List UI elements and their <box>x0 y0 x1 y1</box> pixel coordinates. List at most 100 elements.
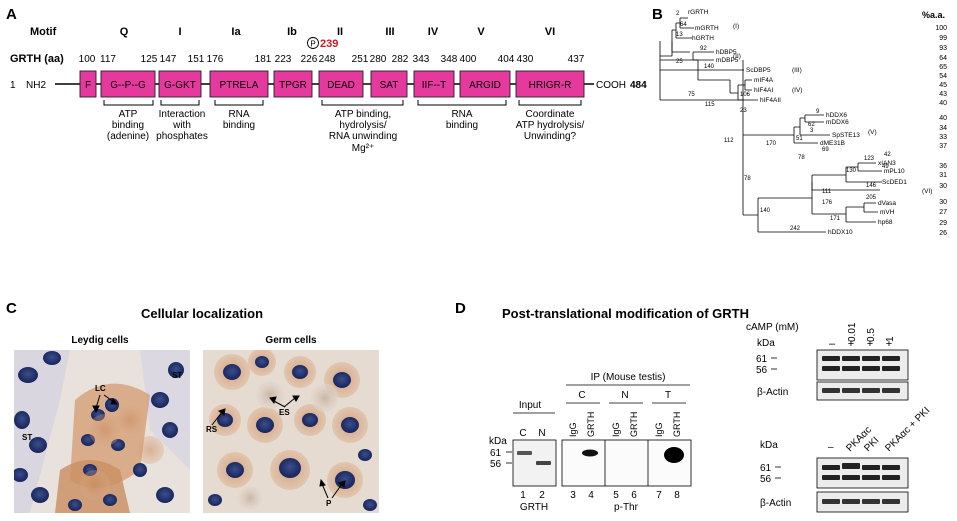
pct-1: 99 <box>939 35 947 42</box>
phospho-site: 239 <box>320 38 338 50</box>
bs-10: 112 <box>724 138 734 144</box>
fn-rna2-2: binding <box>446 120 478 131</box>
end-num: 484 <box>630 80 647 91</box>
phylo-tree <box>659 17 882 233</box>
aa-248: 248 <box>319 54 336 65</box>
pct-5: 54 <box>939 73 947 80</box>
motif-ii: II <box>337 26 343 38</box>
start-num: 1 <box>10 80 16 91</box>
lane-5: 5 <box>613 490 619 501</box>
aa-176: 176 <box>207 54 224 65</box>
bs-24: 111 <box>822 189 832 195</box>
camp-signs: – + + + <box>829 338 892 350</box>
leydig-arrows <box>92 394 119 414</box>
ip-lane-labels: IgG GRTH IgG GRTH IgG GRTH <box>568 412 682 437</box>
taxon-dvasa: dVasa <box>878 200 896 207</box>
taxon-spste13: SpSTE13 <box>832 132 860 139</box>
ip-band-t-grth <box>664 447 684 463</box>
box-hrigr-label: HRIGR-R <box>529 80 572 91</box>
germ-es-label: ES <box>279 408 290 417</box>
aa-147: 147 <box>160 54 177 65</box>
lane-8: 8 <box>674 490 680 501</box>
taxon-mdbp5: mDBP5 <box>716 57 739 64</box>
camp-1: 1 <box>885 336 896 342</box>
fn-dead-4: Mg²⁺ <box>352 143 375 154</box>
lane-3: 3 <box>570 490 576 501</box>
camp-sign-2: + <box>867 338 873 350</box>
camp-blot <box>816 349 909 381</box>
motif-ib: Ib <box>287 26 297 38</box>
group-iii: (III) <box>792 67 802 74</box>
pka-blot <box>816 457 909 489</box>
pct-0: 100 <box>935 25 947 32</box>
bs-4: 25 <box>676 59 683 65</box>
pct-9: 40 <box>939 115 947 122</box>
ip-mw-61: 61 <box>490 448 502 459</box>
box-hrigr <box>515 70 585 98</box>
pka-mw-56: 56 <box>760 474 772 485</box>
pct-8: 40 <box>939 100 947 107</box>
motif-v: V <box>477 26 485 38</box>
fn-rna1-1: RNA <box>228 109 249 120</box>
aa-343: 343 <box>413 54 430 65</box>
leydig-title: Leydig cells <box>71 335 129 346</box>
germ-title: Germ cells <box>265 335 317 346</box>
bs-16: 170 <box>766 141 777 147</box>
fn-int-3: phosphates <box>156 131 208 142</box>
ip-lane-igg-3: IgG <box>654 422 664 437</box>
aa-280: 280 <box>370 54 387 65</box>
box-argid-label: ARGID <box>469 80 501 91</box>
box-argid <box>459 70 511 98</box>
bs-13: 3 <box>810 128 814 134</box>
bs-27: 171 <box>830 216 841 222</box>
bs-1: 64 <box>680 22 687 28</box>
bs-22: 146 <box>866 183 877 189</box>
taxon-hdbp5: hDBP5 <box>716 49 737 56</box>
taxon-hp68: hp68 <box>878 219 893 226</box>
aa-117: 117 <box>100 54 116 65</box>
taxon-mddx6: mDDX6 <box>826 119 849 126</box>
pka-actin-label: β-Actin <box>760 498 791 509</box>
function-texts: ATP binding (adenine) Interaction with p… <box>107 109 585 154</box>
box-gpg-label: G--P--G <box>110 80 146 91</box>
bs-21: 49 <box>882 164 889 170</box>
bracket-atp-adenine <box>103 100 154 106</box>
germ-arrows <box>211 395 346 499</box>
ip-lane-igg-1: IgG <box>568 422 578 437</box>
fn-rna2-1: RNA <box>451 109 472 120</box>
taxon-hif4ai: hIF4AI <box>754 87 773 94</box>
camp-mw-61: 61 <box>756 354 768 365</box>
germ-micrograph <box>203 350 379 513</box>
taxon-scdbp5: ScDBP5 <box>746 67 771 74</box>
bs-15: 69 <box>822 147 829 153</box>
fn-coord-2: ATP hydrolysis/ <box>516 120 585 131</box>
group-ii: (II) <box>733 53 741 60</box>
panel-d-label: D <box>455 300 466 317</box>
lane-7: 7 <box>656 490 662 501</box>
ip-group-t: T <box>665 390 671 401</box>
fn-atp-1: ATP <box>119 109 138 120</box>
ip-bottom-grth: GRTH <box>520 502 548 513</box>
ip-lane-grth-3: GRTH <box>672 412 682 437</box>
bracket-coordinate <box>518 100 582 106</box>
camp-sign-1: + <box>848 338 854 350</box>
fn-coord-1: Coordinate <box>526 109 575 120</box>
box-ggkt <box>158 70 202 98</box>
bs-23: 78 <box>744 176 751 182</box>
taxon-mif4a: mIF4A <box>754 77 774 84</box>
aa-151: 151 <box>188 54 205 65</box>
ip-header: IP (Mouse testis) <box>591 372 666 383</box>
ip-group-labels: C N T <box>578 390 671 401</box>
box-ggkt-label: G-GKT <box>164 80 196 91</box>
box-f <box>79 70 97 98</box>
bs-9: 23 <box>740 108 747 114</box>
bracket-dead <box>321 100 404 106</box>
groups: (I) (II) (III) (IV) (V) (VI) <box>733 23 932 195</box>
pct-2: 93 <box>939 45 947 52</box>
pct-17: 27 <box>939 209 947 216</box>
aa-437: 437 <box>568 54 585 65</box>
ip-lane-igg-2: IgG <box>611 422 621 437</box>
aa-100: 100 <box>79 54 96 65</box>
input-lane-labels: C N <box>519 428 545 439</box>
taxon-hddx6: hDDX6 <box>826 112 847 119</box>
